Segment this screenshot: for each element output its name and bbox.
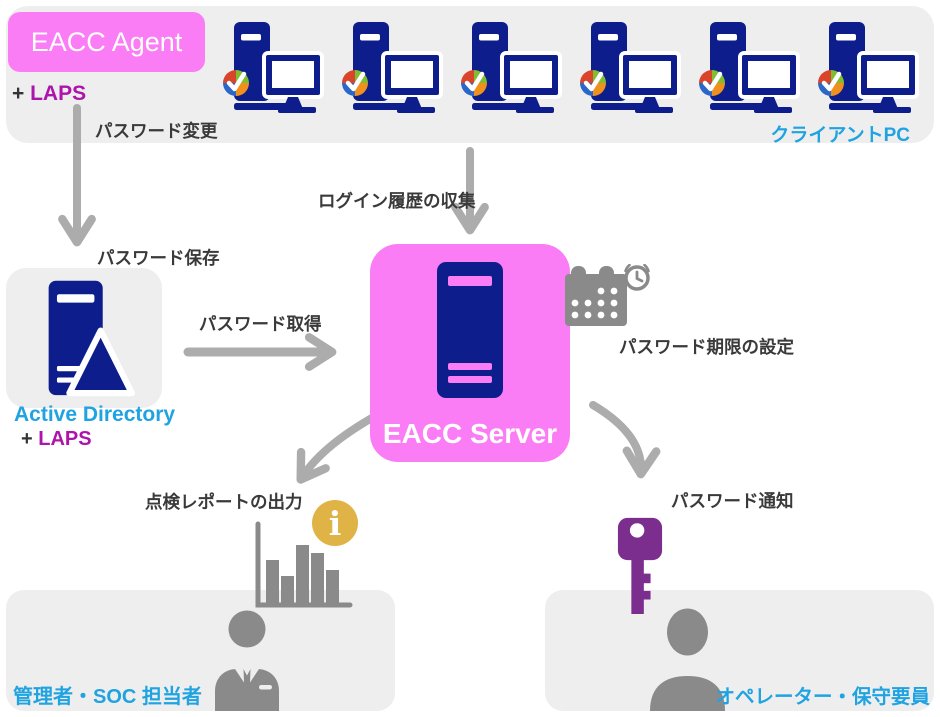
eacc-agent-box: EACC Agent	[8, 12, 205, 72]
bar-chart-icon	[255, 521, 353, 608]
password-notify-label: パスワード通知	[671, 491, 794, 511]
update-badge-icon	[580, 70, 606, 96]
client-pc-icon	[342, 22, 443, 113]
admin-panel	[6, 590, 395, 711]
eacc-server-box: EACC Server	[370, 244, 570, 462]
curved-arrow-icon	[589, 401, 661, 479]
info-icon: i	[312, 500, 358, 546]
update-badge-icon	[223, 70, 249, 96]
client-pc-icon	[580, 22, 681, 113]
update-badge-icon	[818, 70, 844, 96]
agent-laps-label: + LAPS	[12, 82, 87, 105]
ad-laps-label: + LAPS	[21, 428, 92, 450]
eacc-server-title: EACC Server	[382, 418, 558, 449]
admin-role-label: 管理者・SOC 担当者	[13, 686, 202, 708]
server-icon	[437, 262, 503, 398]
operator-role-label: オペレーター・保守要員	[715, 686, 930, 708]
password-save-label: パスワード保存	[97, 248, 220, 268]
client-pc-icon	[699, 22, 800, 113]
client-pc-label: クライアントPC	[770, 125, 910, 146]
eacc-agent-title: EACC Agent	[30, 26, 183, 57]
operator-panel	[545, 590, 934, 711]
report-output-label: 点検レポートの出力	[145, 492, 303, 512]
login-history-label: ログイン履歴の収集	[318, 191, 476, 211]
calendar-clock-icon	[565, 264, 650, 326]
ad-server-icon	[48, 280, 135, 397]
key-icon	[617, 517, 663, 614]
client-pc-icon	[818, 22, 919, 113]
operator-person-icon	[650, 608, 725, 711]
password-expiry-label: パスワード期限の設定	[619, 337, 794, 357]
password-change-label: パスワード変更	[95, 121, 218, 141]
admin-person-icon	[215, 610, 279, 711]
active-directory-title: Active Directory	[14, 403, 176, 426]
client-pc-icon	[461, 22, 562, 113]
client-pc-icon	[223, 22, 324, 113]
update-badge-icon	[699, 70, 725, 96]
update-badge-icon	[342, 70, 368, 96]
client-pc-row	[222, 19, 934, 115]
password-get-label: パスワード取得	[199, 314, 322, 334]
update-badge-icon	[461, 70, 487, 96]
